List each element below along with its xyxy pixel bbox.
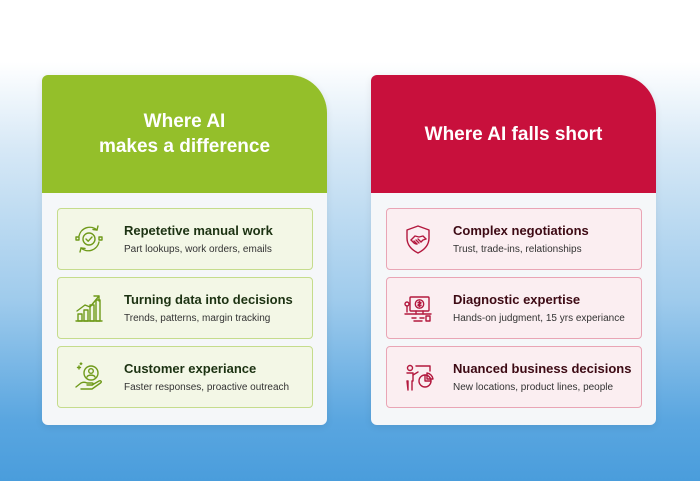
ai-limits-list: Complex negotiations Trust, trade-ins, r… <box>371 193 656 408</box>
ai-strengths-list: Repetetive manual work Part lookups, wor… <box>42 193 327 408</box>
recycle-check-icon <box>72 222 106 256</box>
ai-limits-title: Where AI falls short <box>424 123 603 145</box>
handshake-shield-icon <box>401 222 435 256</box>
item-title: Customer experiance <box>124 361 257 376</box>
list-item-repetitive-work: Repetetive manual work Part lookups, wor… <box>57 208 313 270</box>
ai-strengths-title: Where AI makes a difference <box>98 111 271 157</box>
item-title: Diagnostic expertise <box>453 292 581 307</box>
growth-chart-icon <box>72 291 106 325</box>
item-subtitle: Trust, trade-ins, relationships <box>453 244 582 255</box>
item-title: Turning data into decisions <box>124 292 293 307</box>
item-subtitle: Trends, patterns, margin tracking <box>124 313 271 324</box>
ai-limits-card: Where AI falls short Complex negotiation… <box>371 75 656 425</box>
customer-hand-icon <box>72 360 106 394</box>
item-title: Repetetive manual work <box>124 223 273 238</box>
diagnostic-screen-icon <box>401 291 435 325</box>
ai-limits-header: Where AI falls short <box>371 75 656 193</box>
list-item-diagnostic-expertise: Diagnostic expertise Hands-on judgment, … <box>386 277 642 339</box>
item-title: Nuanced business decisions <box>453 361 632 376</box>
ai-strengths-header: Where AI makes a difference <box>42 75 327 193</box>
item-subtitle: Hands-on judgment, 15 yrs experiance <box>453 313 625 324</box>
list-item-negotiations: Complex negotiations Trust, trade-ins, r… <box>386 208 642 270</box>
item-title: Complex negotiations <box>453 223 589 238</box>
ai-strengths-card: Where AI makes a difference Repetetive m… <box>42 75 327 425</box>
item-subtitle: Part lookups, work orders, emails <box>124 244 272 255</box>
list-item-data-decisions: Turning data into decisions Trends, patt… <box>57 277 313 339</box>
list-item-business-decisions: Nuanced business decisions New locations… <box>386 346 642 408</box>
item-subtitle: New locations, product lines, people <box>453 382 614 393</box>
list-item-customer-experience: Customer experiance Faster responses, pr… <box>57 346 313 408</box>
presenter-chart-icon <box>401 360 435 394</box>
item-subtitle: Faster responses, proactive outreach <box>124 382 290 393</box>
